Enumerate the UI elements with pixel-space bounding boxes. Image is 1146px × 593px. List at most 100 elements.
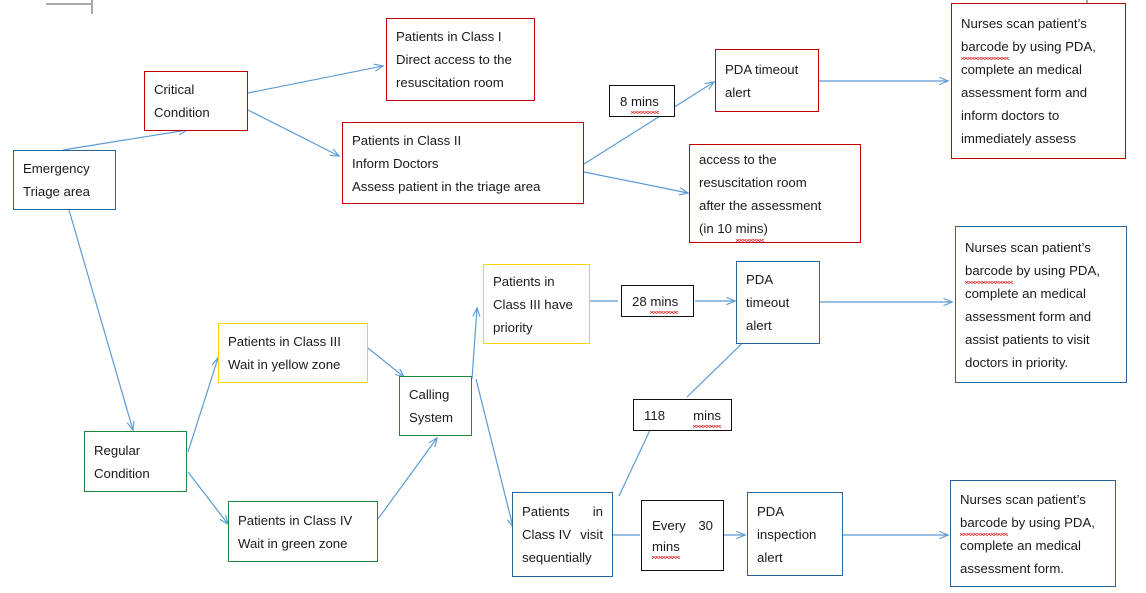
node-line: resuscitation room [699, 174, 807, 190]
edge-calling-to-class4-visit [475, 378, 515, 529]
label-unit: mins [693, 405, 721, 428]
page-corner-artifact-top-left-tick [91, 0, 93, 14]
label-unit: mins [652, 536, 680, 559]
node-line: System [409, 410, 453, 425]
node-line: PDA [746, 272, 774, 287]
node-line: Nurses scan patient’s [960, 491, 1086, 507]
node-pda-timeout-alert-middle[interactable]: PDA timeout alert [736, 261, 820, 344]
node-line: inspection [757, 526, 817, 542]
node-line: immediately assess [961, 131, 1077, 146]
edge-class2-to-access-resus [583, 171, 690, 196]
node-line: sequentially [522, 550, 592, 565]
label-word: Every [652, 517, 686, 533]
node-line: 28 mins [632, 291, 678, 314]
node-line: PDA timeout [725, 61, 799, 77]
edge-regular-to-class4-wait [187, 471, 230, 526]
node-nurses-scan-immediately-assess[interactable]: Nurses scan patient’s barcode by using P… [951, 3, 1126, 159]
node-line: assessment form. [960, 560, 1065, 576]
node-line: Inform Doctors [352, 155, 439, 171]
node-line: Patients in [522, 500, 603, 523]
node-line: resuscitation room [396, 75, 504, 90]
label-number: 30 [698, 517, 713, 533]
edge-calling-to-class3-priority [471, 306, 481, 380]
node-line: Wait in green zone [238, 535, 348, 551]
node-patients-class-iv-green-zone[interactable]: Patients in Class IV Wait in green zone [228, 501, 378, 562]
node-line: Calling [409, 387, 450, 402]
node-line: priority [493, 319, 533, 335]
node-emergency-triage-area[interactable]: Emergency Triage area [13, 150, 116, 210]
node-line: complete an medical [960, 537, 1081, 553]
edge-label-28-mins[interactable]: 28 mins [621, 285, 694, 317]
edge-class4-visit-to-118mins [618, 427, 652, 497]
node-line: assessment form and [961, 85, 1088, 100]
node-line: barcode by using PDA, [960, 511, 1106, 536]
node-line: Condition [94, 465, 150, 481]
node-line: Triage area [23, 184, 90, 199]
node-pda-timeout-alert-top[interactable]: PDA timeout alert [715, 49, 819, 112]
node-regular-condition[interactable]: Regular Condition [84, 431, 187, 492]
edge-label-8-mins[interactable]: 8 mins [609, 85, 675, 117]
label-unit: mins [650, 291, 678, 314]
node-line: access to the [699, 151, 777, 167]
node-line: Emergency [23, 161, 90, 176]
edge-triage-to-regular [68, 209, 135, 432]
edge-label-118-mins[interactable]: 118 mins [633, 399, 732, 431]
node-line: Condition [154, 105, 210, 120]
node-line: (in 10 mins) [699, 217, 851, 242]
node-patients-class-i[interactable]: Patients in Class I Direct access to the… [386, 18, 535, 101]
node-line: Every 30 [652, 515, 713, 536]
label-number: 28 [632, 293, 647, 309]
node-line: timeout [746, 295, 790, 310]
node-pda-inspection-alert[interactable]: PDA inspection alert [747, 492, 843, 576]
node-line: Patients in Class II [352, 132, 462, 148]
node-nurses-scan-assist-priority[interactable]: Nurses scan patient’s barcode by using P… [955, 226, 1127, 383]
node-line: Patients in Class IV [238, 512, 353, 528]
node-line: Assess patient in the triage area [352, 178, 541, 194]
edge-triage-to-critical [62, 127, 189, 151]
node-line: 8 mins [620, 91, 659, 114]
node-line: complete an medical [961, 62, 1082, 77]
node-line: PDA [757, 503, 785, 519]
node-line: Critical [154, 82, 195, 97]
node-line: Regular [94, 442, 141, 458]
node-line: assessment form and [965, 308, 1092, 324]
node-access-resuscitation-room[interactable]: access to the resuscitation room after t… [689, 144, 861, 243]
node-line: after the assessment [699, 197, 822, 213]
node-line: Patients in Class I [396, 29, 502, 44]
squiggle-word: barcode [965, 259, 1013, 284]
word: in [592, 504, 603, 519]
node-calling-system[interactable]: Calling System [399, 376, 472, 436]
node-patients-class-iii-priority[interactable]: Patients in Class III have priority [483, 264, 590, 344]
node-line: Class III have [493, 296, 573, 312]
node-line: 118 mins [644, 405, 721, 428]
node-line: Wait in yellow zone [228, 357, 341, 372]
edge-class4-wait-to-calling [377, 436, 438, 520]
squiggle-word: barcode [961, 35, 1009, 60]
node-line: assist patients to visit [965, 331, 1090, 347]
node-line: alert [757, 549, 783, 565]
label-number: 118 [644, 407, 666, 423]
squiggle-word: mins [735, 217, 764, 242]
node-line: alert [725, 84, 751, 100]
squiggle-word: barcode [960, 511, 1008, 536]
node-line: barcode by using PDA, [965, 259, 1117, 284]
edge-critical-to-class1 [247, 63, 385, 94]
edge-label-every-30-mins[interactable]: Every 30 mins [641, 500, 724, 571]
edge-class3-wait-to-calling [367, 347, 406, 379]
node-line: inform doctors to [961, 108, 1060, 123]
node-line: Nurses scan patient’s [965, 239, 1091, 255]
node-patients-class-ii[interactable]: Patients in Class II Inform Doctors Asse… [342, 122, 584, 204]
node-line: complete an medical [965, 285, 1086, 301]
node-nurses-scan-assessment-form[interactable]: Nurses scan patient’s barcode by using P… [950, 480, 1116, 587]
node-line: Nurses scan patient’s [961, 16, 1087, 31]
node-patients-class-iii-yellow-zone[interactable]: Patients in Class III Wait in yellow zon… [218, 323, 368, 383]
node-line: Patients in Class III [228, 334, 341, 349]
label-unit: mins [631, 91, 659, 114]
node-critical-condition[interactable]: Critical Condition [144, 71, 248, 131]
node-line: Patients in [493, 273, 555, 289]
word: Patients [522, 504, 570, 519]
node-line: mins [652, 536, 680, 559]
